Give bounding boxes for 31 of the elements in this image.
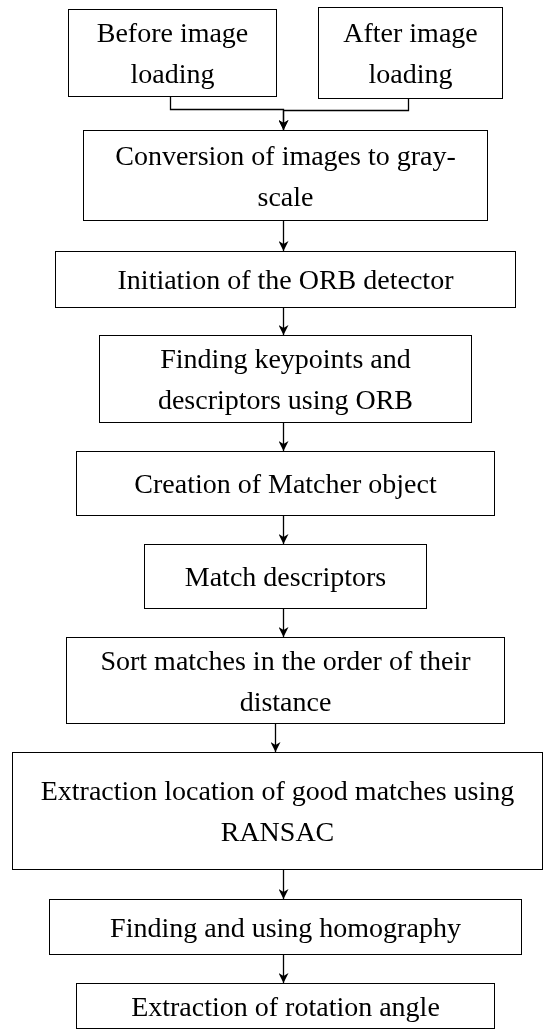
arrow (278, 869, 289, 900)
step-text: Sort matches in the order of their distance (99, 643, 472, 719)
step-text: Initiation of the ORB detector (117, 263, 454, 297)
arrow (270, 723, 281, 753)
process-box (12, 752, 543, 870)
process-box (66, 637, 505, 724)
arrow (278, 954, 289, 984)
arrow (278, 220, 289, 252)
step-text: Extraction of rotation angle (131, 989, 440, 1024)
process-box (318, 7, 503, 99)
process-box (68, 9, 277, 97)
step-text: Before image loading (95, 16, 250, 91)
process-box (55, 251, 516, 308)
process-box (144, 544, 427, 609)
step-text: Match descriptors (184, 560, 387, 594)
arrow (278, 98, 410, 131)
step-text: After image loading (342, 16, 479, 91)
step-text: Conversion of images to gray- scale (114, 138, 457, 214)
arrow (278, 515, 289, 545)
arrow (278, 307, 289, 336)
process-box (83, 130, 488, 221)
process-box (49, 899, 522, 955)
step-text: Finding and using homography (110, 910, 461, 945)
arrow (278, 608, 289, 638)
arrow (278, 422, 289, 452)
step-text: Extraction location of good matches using RANSAC (39, 774, 516, 849)
step-text: Finding keypoints and descriptors using ORB (156, 342, 415, 417)
process-box (76, 983, 495, 1029)
process-box (99, 335, 472, 423)
process-box (76, 451, 495, 516)
step-text: Creation of Matcher object (134, 467, 437, 501)
